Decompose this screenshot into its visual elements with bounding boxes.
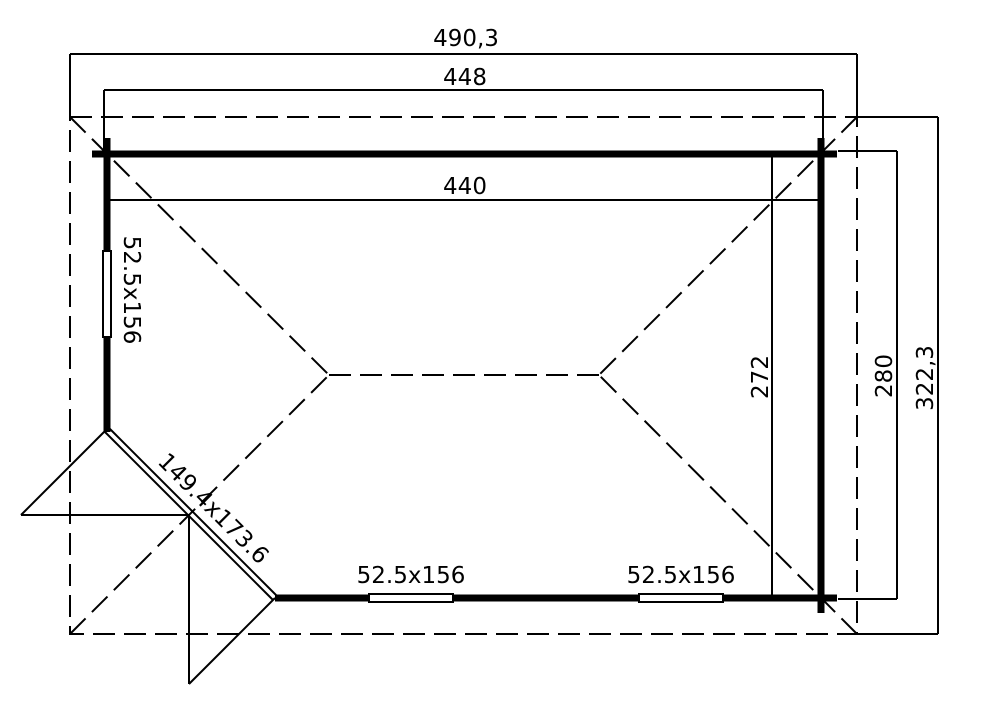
label-bottom-window-1: 52.5x156 [357, 563, 466, 589]
label-left-window: 52.5x156 [118, 236, 144, 345]
dimension-wall-width: 448 [103, 65, 824, 154]
dimension-inner-depth: 272 [748, 157, 774, 596]
dimension-wall-depth: 280 [838, 150, 898, 600]
label-wall-width: 448 [443, 65, 487, 91]
roof-outline [69, 116, 858, 635]
bottom-window-2: 52.5x156 [627, 563, 736, 603]
label-inner-depth: 272 [748, 355, 774, 399]
label-bottom-window-2: 52.5x156 [627, 563, 736, 589]
bottom-window-1: 52.5x156 [357, 563, 466, 603]
dimension-overall-depth: 322,3 [857, 116, 939, 635]
label-overall-width: 490,3 [433, 26, 499, 52]
dimension-overall-width: 490,3 [69, 26, 858, 117]
label-corner-door: 149.4x173.6 [152, 448, 273, 569]
label-overall-depth: 322,3 [913, 345, 939, 411]
label-inner-width: 440 [443, 174, 487, 200]
label-wall-depth: 280 [872, 354, 898, 398]
left-window: 52.5x156 [102, 236, 144, 345]
dimension-inner-width: 440 [110, 174, 818, 201]
